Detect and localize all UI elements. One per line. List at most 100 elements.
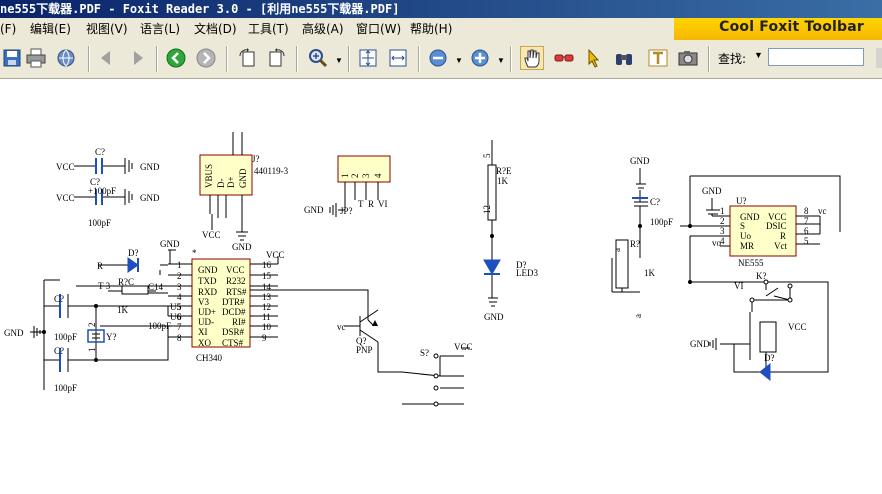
zoom-out-dropdown-arrow[interactable]: ▼ (455, 56, 463, 65)
label-vcc: VCC (56, 162, 75, 172)
text-select-button[interactable] (646, 46, 670, 70)
rotate-left-button[interactable] (236, 46, 260, 70)
label-d-ref: D? (128, 248, 139, 258)
label-gnd: GND (630, 156, 650, 166)
binoculars-icon (616, 54, 632, 65)
label-gnd: GND (690, 339, 710, 349)
fit-page-button[interactable] (356, 46, 380, 70)
ch340-rpin-12: 12 (262, 302, 271, 312)
toolbar-separator (510, 46, 512, 72)
hand-tool-button[interactable] (520, 46, 544, 70)
label-j-ref: J? (252, 154, 260, 164)
label-c-ne-value: 100pF (650, 217, 673, 227)
email-button[interactable] (54, 46, 78, 70)
menu-document[interactable]: 文档(D) (194, 22, 237, 36)
ch340-rpin-11: 11 (262, 312, 271, 322)
ch340-rname-5: DCD# (222, 307, 246, 317)
toolbar-separator (708, 46, 710, 72)
ne555-lpin-3: 3 (720, 226, 725, 236)
label-jp-t: T (358, 199, 364, 209)
label-k1: 1K (117, 305, 129, 315)
save-button[interactable] (0, 46, 24, 70)
menu-file[interactable]: (F) (0, 22, 17, 36)
ch340-lname-8: XO (198, 338, 211, 348)
zoom-out-icon (429, 49, 447, 67)
zoom-in-button[interactable] (306, 46, 330, 70)
ch340-lpin-1: 1 (177, 260, 182, 270)
select-arrow-button[interactable] (582, 46, 606, 70)
label-y-ref: Y? (106, 332, 117, 342)
label-u-ref: U? (736, 196, 747, 206)
menu-language[interactable]: 语言(L) (140, 22, 181, 36)
snapshot-button[interactable] (676, 46, 700, 70)
menu-bar: (F) 编辑(E) 视图(V) 语言(L) 文档(D) 工具(T) 高级(A) … (0, 18, 882, 41)
ne555-rpin-5: 5 (804, 236, 809, 246)
label-d-ref-ne: D? (764, 353, 775, 363)
ch340-lname-6: UD- (198, 317, 214, 327)
binoculars-button[interactable] (612, 46, 636, 70)
label-vbus: VBUS (204, 164, 214, 188)
zoom-plus-dropdown-arrow[interactable]: ▼ (497, 56, 505, 65)
label-k-ref: K? (756, 271, 767, 281)
menu-tools[interactable]: 工具(T) (248, 22, 289, 36)
hand-tool-icon (524, 49, 540, 68)
label-gnd: GND (304, 205, 324, 215)
label-c-100pf: 100pF (148, 321, 171, 331)
rotate-right-button[interactable] (264, 46, 288, 70)
label-c1: C? (95, 147, 105, 157)
print-button[interactable] (24, 46, 48, 70)
label-vcc: VCC (788, 322, 807, 332)
label-c-value: 100pF (88, 218, 111, 228)
ch340-rname-7: DSR# (222, 327, 245, 337)
go-back-button[interactable] (164, 46, 188, 70)
zoom-plus-button[interactable] (468, 46, 492, 70)
label-j-part: 440119-3 (254, 166, 289, 176)
cool-foxit-toolbar-banner[interactable]: Cool Foxit Toolbar (674, 18, 882, 40)
ch340-lpin-6: 6 (177, 312, 182, 322)
glasses-button[interactable] (552, 46, 576, 70)
label-c-left-value2: 100pF (54, 383, 77, 393)
zoom-out-button[interactable] (426, 46, 450, 70)
print-icon (26, 48, 46, 68)
ch340-rpin-16: 16 (262, 260, 272, 270)
menu-view[interactable]: 视图(V) (86, 22, 128, 36)
email-icon (57, 49, 75, 67)
ne555-rpin-7: 7 (804, 216, 809, 226)
ch340-lname-4: V3 (198, 297, 209, 307)
label-gnd: GND (140, 193, 160, 203)
menu-window[interactable]: 窗口(W) (356, 22, 402, 36)
ch340-lpin-5: 5 (177, 302, 182, 312)
ch340-lname-1: GND (198, 265, 218, 275)
zoom-dropdown-arrow[interactable]: ▼ (335, 56, 343, 65)
ch340-lpin-4: 4 (177, 292, 182, 302)
save-icon (3, 49, 21, 67)
previous-page-button[interactable] (94, 46, 118, 70)
fit-page-icon (359, 49, 377, 67)
label-r-1k: 1K (497, 176, 509, 186)
label-jp-pin2: 2 (350, 174, 360, 179)
find-options-arrow[interactable]: ▼ (754, 50, 763, 60)
ch340-rname-8: CTS# (222, 338, 244, 348)
document-view[interactable]: VCC C? GND VCC C? +100pF GND 100pF J? 44… (0, 79, 882, 494)
ne555-lpin-1: 1 (720, 206, 725, 216)
label-vi: VI (734, 281, 744, 291)
go-back-icon (166, 48, 186, 68)
window-title-bar: ne555下载器.PDF - Foxit Reader 3.0 - [利用ne5… (0, 0, 882, 18)
ne555-lpin-4: 4 (720, 236, 725, 246)
go-forward-button[interactable] (194, 46, 218, 70)
label-d-ref: D? (516, 260, 527, 270)
label-net-u6: U6 (170, 312, 181, 322)
circuit-schematic: VCC C? GND VCC C? +100pF GND 100pF J? 44… (4, 132, 841, 407)
label-gnd: GND (4, 328, 24, 338)
ch340-rpin-13: 13 (262, 292, 272, 302)
toolbar-separator (88, 46, 90, 72)
menu-advanced[interactable]: 高级(A) (302, 22, 344, 36)
fit-width-button[interactable] (386, 46, 410, 70)
menu-edit[interactable]: 编辑(E) (30, 22, 71, 36)
find-input[interactable] (768, 48, 864, 66)
label-q-ref: Q? (356, 336, 367, 346)
toolbar-overflow-chevron[interactable] (876, 48, 882, 68)
menu-help[interactable]: 帮助(H) (410, 22, 453, 36)
label-ne555: NE555 (738, 258, 764, 268)
next-page-button[interactable] (126, 46, 150, 70)
